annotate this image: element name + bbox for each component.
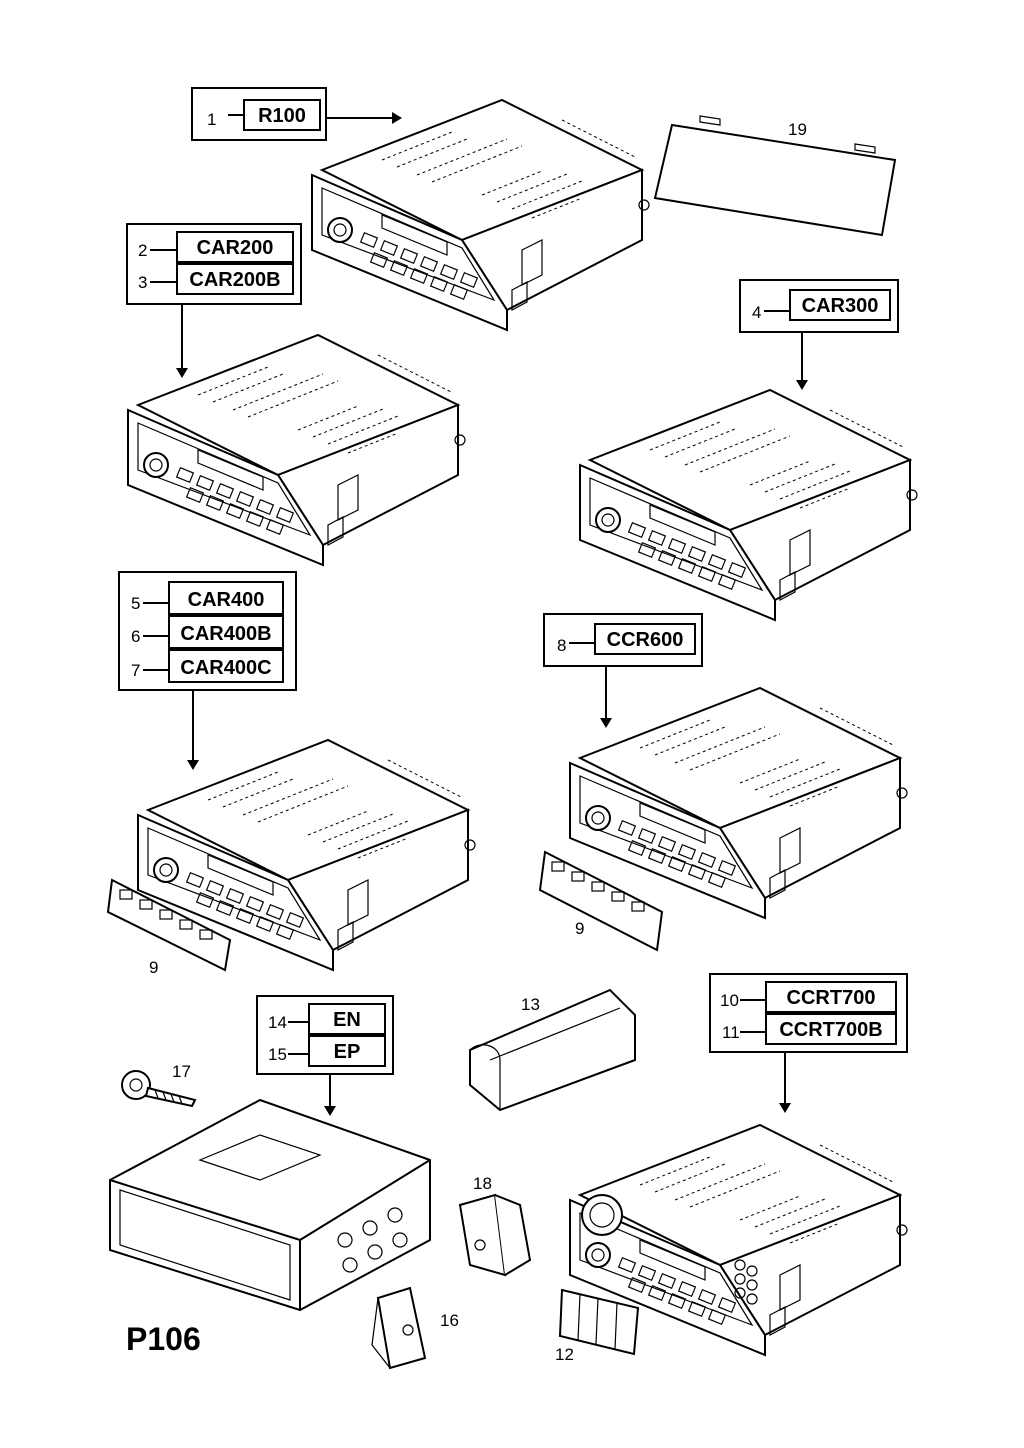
sleeve-part: [469, 988, 636, 1112]
callout-num-8: 8: [557, 636, 566, 655]
part-num-clip-b: 16: [440, 1311, 459, 1330]
callout-num-2: 2: [138, 241, 147, 260]
screw-part: [121, 1070, 197, 1108]
callout-code-ep: EP: [334, 1041, 361, 1063]
callout-num-15: 15: [268, 1045, 287, 1064]
callout-num-6: 6: [131, 627, 140, 646]
callout-group-14-15: 14 15 EN EP: [256, 995, 394, 1075]
callout-num-3: 3: [138, 273, 147, 292]
callout-num-4: 4: [752, 303, 761, 322]
callout-group-10-11: 10 11 CCRT700 CCRT700B: [709, 973, 908, 1053]
keypad-part-b: [538, 850, 664, 952]
callout-group-5-7: 5 6 7 CAR400 CAR400B CAR400C: [118, 571, 297, 691]
clip-part-a: [458, 1193, 532, 1277]
radio-ccrt700: [569, 1124, 908, 1356]
callout-num-14: 14: [268, 1013, 287, 1032]
callout-code-ccrt700b: CCRT700B: [779, 1019, 882, 1041]
callout-code-car200b: CAR200B: [189, 269, 280, 291]
callout-num-5: 5: [131, 594, 140, 613]
front-cover-part: [653, 115, 897, 237]
clip-part-b: [371, 1286, 427, 1370]
callout-code-r100: R100: [258, 105, 306, 127]
callout-group-1: 1 R100: [191, 87, 327, 141]
callout-num-11: 11: [722, 1023, 740, 1042]
callout-code-car400b: CAR400B: [180, 623, 271, 645]
callout-code-ccrt700: CCRT700: [787, 987, 876, 1009]
radio-ccr600: [569, 687, 908, 919]
part-num-cover: 19: [788, 120, 807, 139]
callout-group-2-3: 2 3 CAR200 CAR200B: [126, 223, 302, 305]
part-num-screw: 17: [172, 1062, 191, 1081]
callout-code-car300: CAR300: [802, 295, 879, 317]
callout-group-8: 8 CCR600: [543, 613, 703, 667]
small-keypad-part: [558, 1288, 640, 1356]
part-num-sleeve: 13: [521, 995, 540, 1014]
callout-code-car400c: CAR400C: [180, 657, 271, 679]
callout-num-1: 1: [207, 110, 216, 129]
part-num-keypad-a: 9: [149, 958, 158, 977]
callout-num-7: 7: [131, 661, 140, 680]
callout-code-car200: CAR200: [197, 237, 274, 259]
part-num-keypad-small: 12: [555, 1345, 574, 1364]
part-num-clip-a: 18: [473, 1174, 492, 1193]
callout-code-ccr600: CCR600: [607, 629, 684, 651]
part-num-keypad-b: 9: [575, 919, 584, 938]
callout-code-en: EN: [333, 1009, 361, 1031]
mounting-cage: [109, 1098, 431, 1312]
radio-r100: [311, 99, 650, 331]
radio-car300: [579, 389, 918, 621]
callout-num-10: 10: [720, 991, 739, 1010]
page-code: P106: [126, 1321, 201, 1357]
callout-code-car400: CAR400: [188, 589, 265, 611]
callout-group-4: 4 CAR300: [739, 279, 899, 333]
keypad-part-a: [106, 878, 232, 972]
